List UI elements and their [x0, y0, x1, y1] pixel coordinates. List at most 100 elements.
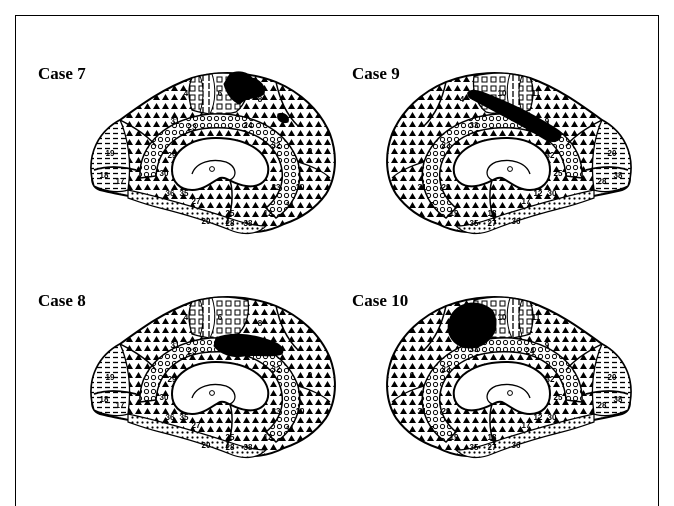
- area-number: 18: [100, 395, 109, 404]
- area-number: 4: [184, 313, 189, 322]
- area-number: 24: [526, 347, 535, 356]
- area-number: 30: [160, 169, 169, 178]
- brain-case-8: 3129232432331011122527362838201918173035…: [80, 290, 342, 464]
- area-number: 23: [188, 123, 197, 132]
- area-number: 36: [512, 217, 521, 226]
- area-number: 11: [286, 201, 295, 210]
- area-number: 10: [498, 89, 507, 98]
- area-number: 28: [226, 443, 235, 452]
- area-number: 30: [548, 189, 557, 198]
- area-number: 33: [470, 345, 479, 354]
- case-7-label: Case 7: [38, 64, 86, 84]
- area-number: 35: [470, 443, 479, 452]
- area-number: 12: [534, 413, 543, 422]
- area-number: 38: [244, 443, 253, 452]
- brain-case-7: 3129232432331011122527362838201918173035…: [80, 66, 342, 240]
- area-number: 28: [598, 177, 607, 186]
- area-number: 6: [410, 147, 415, 156]
- area-number: 28: [226, 219, 235, 228]
- area-number: 27: [192, 421, 201, 430]
- area-number: 23: [442, 365, 451, 374]
- area-number: 19: [450, 433, 459, 442]
- area-number: 32: [546, 375, 555, 384]
- area-number: 27: [488, 219, 497, 228]
- area-number: 25: [554, 169, 563, 178]
- area-number: 17: [116, 177, 125, 186]
- area-number: 8: [258, 95, 263, 104]
- area-number: 18: [100, 171, 109, 180]
- area-number: 36: [166, 413, 175, 422]
- area-number: 28: [598, 401, 607, 410]
- brain-case-10: 9 32 24 33 23 29 317 19 18 17 30 27 35 36 20 38 28 25 12 11…: [380, 290, 642, 464]
- area-number: 20: [608, 149, 617, 158]
- area-number: 24: [526, 123, 535, 132]
- area-number: 10: [296, 407, 305, 416]
- area-number: 4: [184, 89, 189, 98]
- area-number: 29: [442, 407, 451, 416]
- area-number: 35: [180, 413, 189, 422]
- area-number: 33: [470, 121, 479, 130]
- area-number: 36: [166, 189, 175, 198]
- area-number: 6: [218, 313, 223, 322]
- area-number: 9: [308, 371, 313, 380]
- area-number: 18: [488, 433, 497, 442]
- area-number: 20: [202, 217, 211, 226]
- area-number: 31: [418, 183, 427, 192]
- area-number: 25: [554, 393, 563, 402]
- area-number: 32: [272, 365, 281, 374]
- area-number: 11: [532, 313, 541, 322]
- area-number: 20: [202, 441, 211, 450]
- area-number: 19: [450, 209, 459, 218]
- area-number: 25: [226, 209, 235, 218]
- area-number: 11: [286, 425, 295, 434]
- area-number: 23: [442, 141, 451, 150]
- area-number: 33: [272, 407, 281, 416]
- area-number: 33: [272, 183, 281, 192]
- case-8-label: Case 8: [38, 291, 86, 311]
- area-number: 4: [460, 95, 465, 104]
- area-number: 36: [512, 441, 521, 450]
- area-number: 30: [160, 393, 169, 402]
- area-number: 7: [430, 425, 435, 434]
- area-number: 8: [258, 319, 263, 328]
- area-number: 38: [244, 219, 253, 228]
- area-number: 7: [430, 201, 435, 210]
- area-number: 31: [171, 341, 180, 350]
- area-number: 9: [545, 117, 550, 126]
- area-number: 19: [106, 373, 115, 382]
- area-number: 12: [534, 189, 543, 198]
- area-number: 38: [614, 171, 623, 180]
- area-number: 10: [498, 313, 507, 322]
- area-number: 4: [460, 319, 465, 328]
- area-number: 24: [244, 345, 253, 354]
- area-number: 19: [106, 149, 115, 158]
- area-number: 29: [168, 151, 177, 160]
- area-number: 38: [614, 395, 623, 404]
- area-number: 27: [192, 197, 201, 206]
- area-number: 6: [410, 371, 415, 380]
- area-number: 17: [522, 197, 531, 206]
- area-number: 35: [470, 219, 479, 228]
- area-number: 31: [171, 117, 180, 126]
- area-number: 6: [218, 89, 223, 98]
- area-number: 11: [532, 89, 541, 98]
- area-number: 24: [244, 121, 253, 130]
- area-number: 18: [488, 209, 497, 218]
- area-number: 17: [116, 401, 125, 410]
- area-number: 9: [545, 341, 550, 350]
- area-number: 27: [488, 443, 497, 452]
- area-number: 31: [418, 407, 427, 416]
- area-number: 29: [168, 375, 177, 384]
- area-number: 29: [442, 183, 451, 192]
- area-number: 10: [296, 183, 305, 192]
- area-number: 12: [264, 209, 273, 218]
- area-number: 9: [308, 147, 313, 156]
- area-number: 17: [522, 421, 531, 430]
- brain-case-9: 9 32 24 33 23 29 317 19 18 17 30 27 35 36 20 38 28 25 12 11…: [380, 66, 642, 240]
- area-number: 12: [264, 433, 273, 442]
- area-number: 32: [546, 151, 555, 160]
- area-number: 32: [272, 141, 281, 150]
- area-number: 30: [548, 413, 557, 422]
- area-number: 25: [226, 433, 235, 442]
- area-number: 20: [608, 373, 617, 382]
